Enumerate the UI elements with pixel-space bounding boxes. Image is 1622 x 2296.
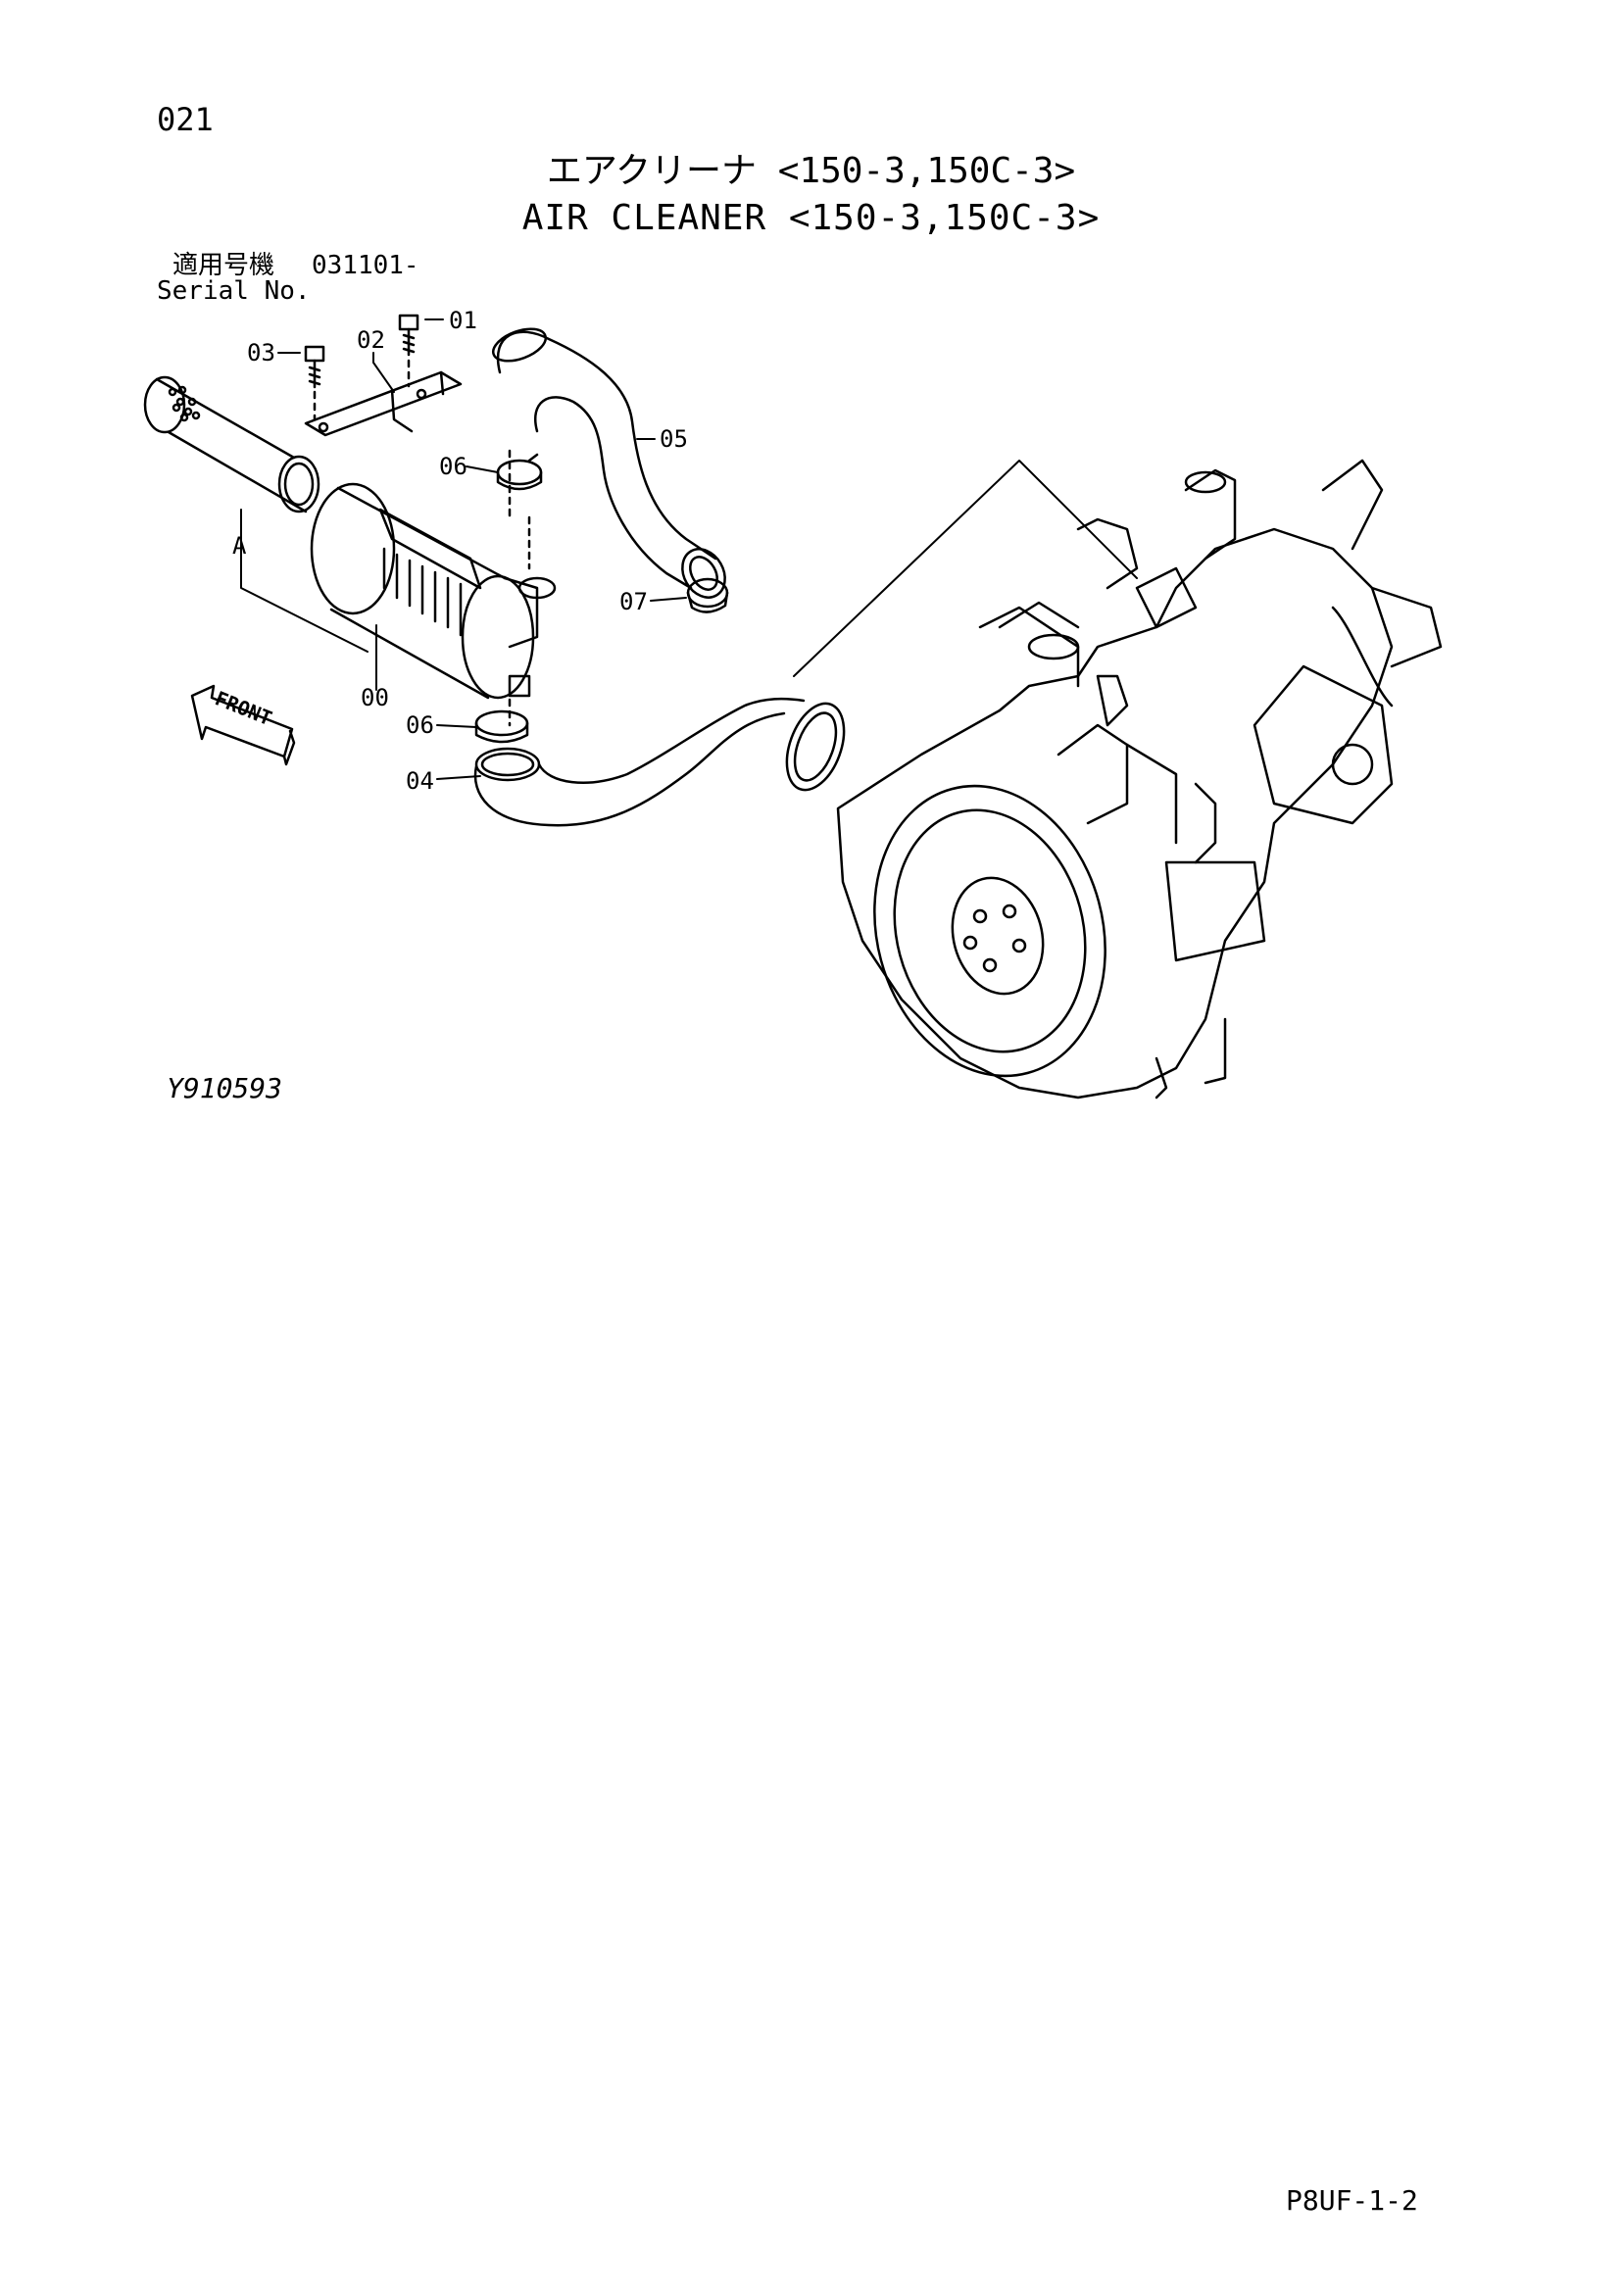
air-cleaner-body: [310, 449, 557, 727]
callout-03: 03: [247, 339, 275, 366]
figure-code: Y910593: [167, 1072, 283, 1104]
callout-05: 05: [660, 425, 688, 453]
sheet-code: P8UF-1-2: [1286, 2184, 1418, 2217]
hose-clamp-07: [686, 577, 729, 613]
mounting-bracket: [304, 370, 463, 437]
bolt-01: [398, 314, 419, 388]
pre-cleaner-cap: [143, 375, 320, 513]
front-label: FRONT: [212, 686, 275, 730]
intake-hose-lower: [473, 697, 846, 827]
serial-label-japanese: 適用号機: [172, 251, 275, 280]
callout-07: 07: [619, 588, 648, 615]
hose-clamp-upper: [496, 453, 543, 491]
engine-assembly: [836, 459, 1443, 1099]
hose-clamp-lower: [474, 709, 529, 744]
serial-label-english: Serial No.: [157, 276, 311, 306]
callout-00: 00: [361, 684, 389, 711]
serial-range: 031101-: [312, 251, 419, 280]
front-direction-arrow: [190, 684, 296, 766]
title-japanese: エアクリーナ <150-3,150C-3>: [546, 151, 1076, 191]
callout-04: 04: [406, 767, 434, 795]
callout-02: 02: [357, 326, 385, 354]
bolt-03: [304, 345, 325, 421]
connection-marker-a: A: [232, 532, 247, 560]
connection-line-a: [240, 460, 1138, 677]
title-english: AIR CLEANER <150-3,150C-3>: [521, 198, 1101, 238]
callout-labels: 01 02 03 05 06 07 A 00 06 04 FRONT: [212, 307, 688, 795]
intake-hose-upper: [492, 327, 726, 599]
callout-leaders: [277, 318, 687, 780]
callout-06-upper: 06: [439, 453, 467, 480]
callout-06-lower: 06: [406, 711, 434, 739]
callout-01: 01: [449, 307, 477, 334]
page-number: 021: [157, 101, 214, 138]
